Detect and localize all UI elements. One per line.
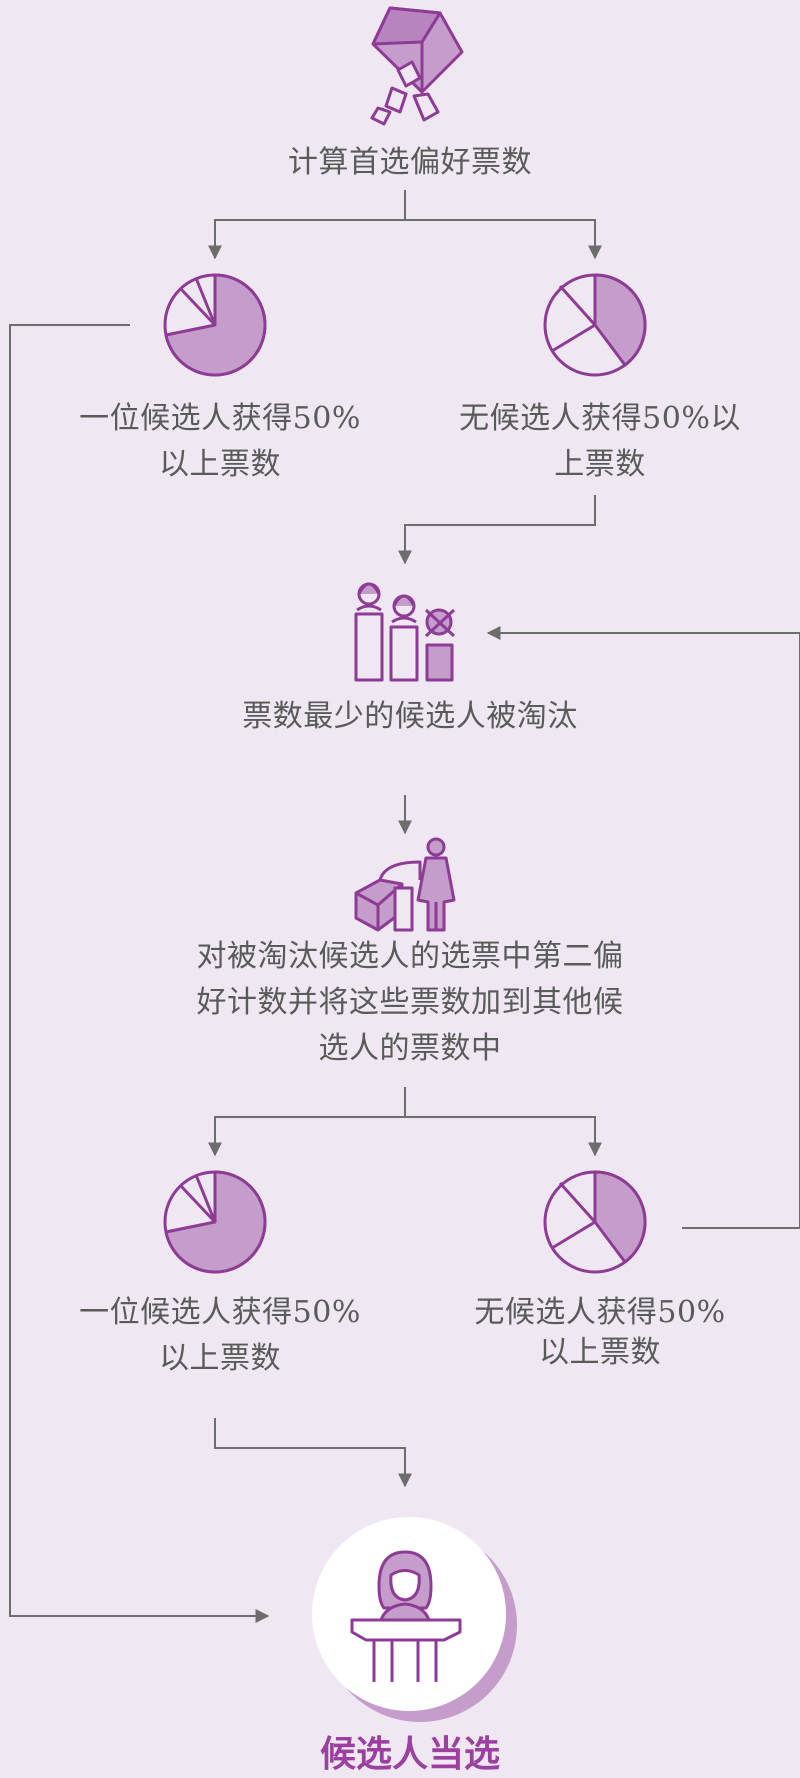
redistribute-label-line3: 选人的票数中 — [318, 1031, 502, 1066]
majority-label-1: 一位候选人获得50% 以上票数 — [55, 396, 385, 488]
pie-chart-icon-majority-1 — [163, 273, 267, 377]
loop-back-connector — [486, 626, 800, 1229]
candidate-elected-label: 候选人当选 — [319, 1733, 500, 1775]
redistribute-label: 对被淘汰候选人的选票中第二偏 好计数并将这些票数加到其他候 选人的票数中 — [150, 934, 670, 1072]
eliminate-lowest-label: 票数最少的候选人被淘汰 — [242, 699, 578, 734]
pie-chart-icon-none-2 — [543, 1170, 647, 1274]
connectors — [9, 190, 800, 1623]
no-majority-label-1-line2: 上票数 — [554, 447, 646, 482]
elected-candidate-icon — [350, 1550, 462, 1682]
none-to-eliminate-connector — [398, 495, 596, 565]
pie-chart-icon-none-1 — [543, 273, 647, 377]
no-majority-label-2-line1: 无候选人获得50% — [474, 1295, 726, 1330]
majority-label-2-line2: 以上票数 — [159, 1341, 281, 1376]
no-majority-label-1: 无候选人获得50%以 上票数 — [440, 396, 760, 488]
split-connector-2b — [405, 1116, 602, 1157]
majority-label-2: 一位候选人获得50% 以上票数 — [55, 1290, 385, 1382]
count-first-preference-label: 计算首选偏好票数 — [288, 145, 532, 180]
candidates-eliminated-icon — [354, 582, 456, 682]
majority-label-2-line1: 一位候选人获得50% — [79, 1295, 361, 1330]
ballot-transfer-icon — [354, 837, 456, 932]
majority-label-1-line1: 一位候选人获得50% — [79, 401, 361, 436]
split-connector-2 — [208, 1087, 406, 1157]
ballot-box-icon — [370, 6, 464, 126]
no-majority-label-2-line2: 以上票数 — [539, 1335, 661, 1370]
pie-chart-icon-majority-2 — [163, 1170, 267, 1274]
split-connector-1b — [405, 219, 602, 260]
redistribute-label-line2: 好计数并将这些票数加到其他候 — [196, 985, 624, 1020]
no-majority-label-2: 无候选人获得50% 以上票数 — [440, 1290, 760, 1376]
split-connector-1 — [208, 190, 406, 260]
redistribute-label-line1: 对被淘汰候选人的选票中第二偏 — [196, 939, 624, 974]
majority2-to-elected-connector — [214, 1418, 412, 1488]
majority1-to-elected-connector — [9, 324, 270, 1623]
no-majority-label-1-line1: 无候选人获得50%以 — [459, 401, 741, 436]
majority-label-1-line2: 以上票数 — [159, 447, 281, 482]
